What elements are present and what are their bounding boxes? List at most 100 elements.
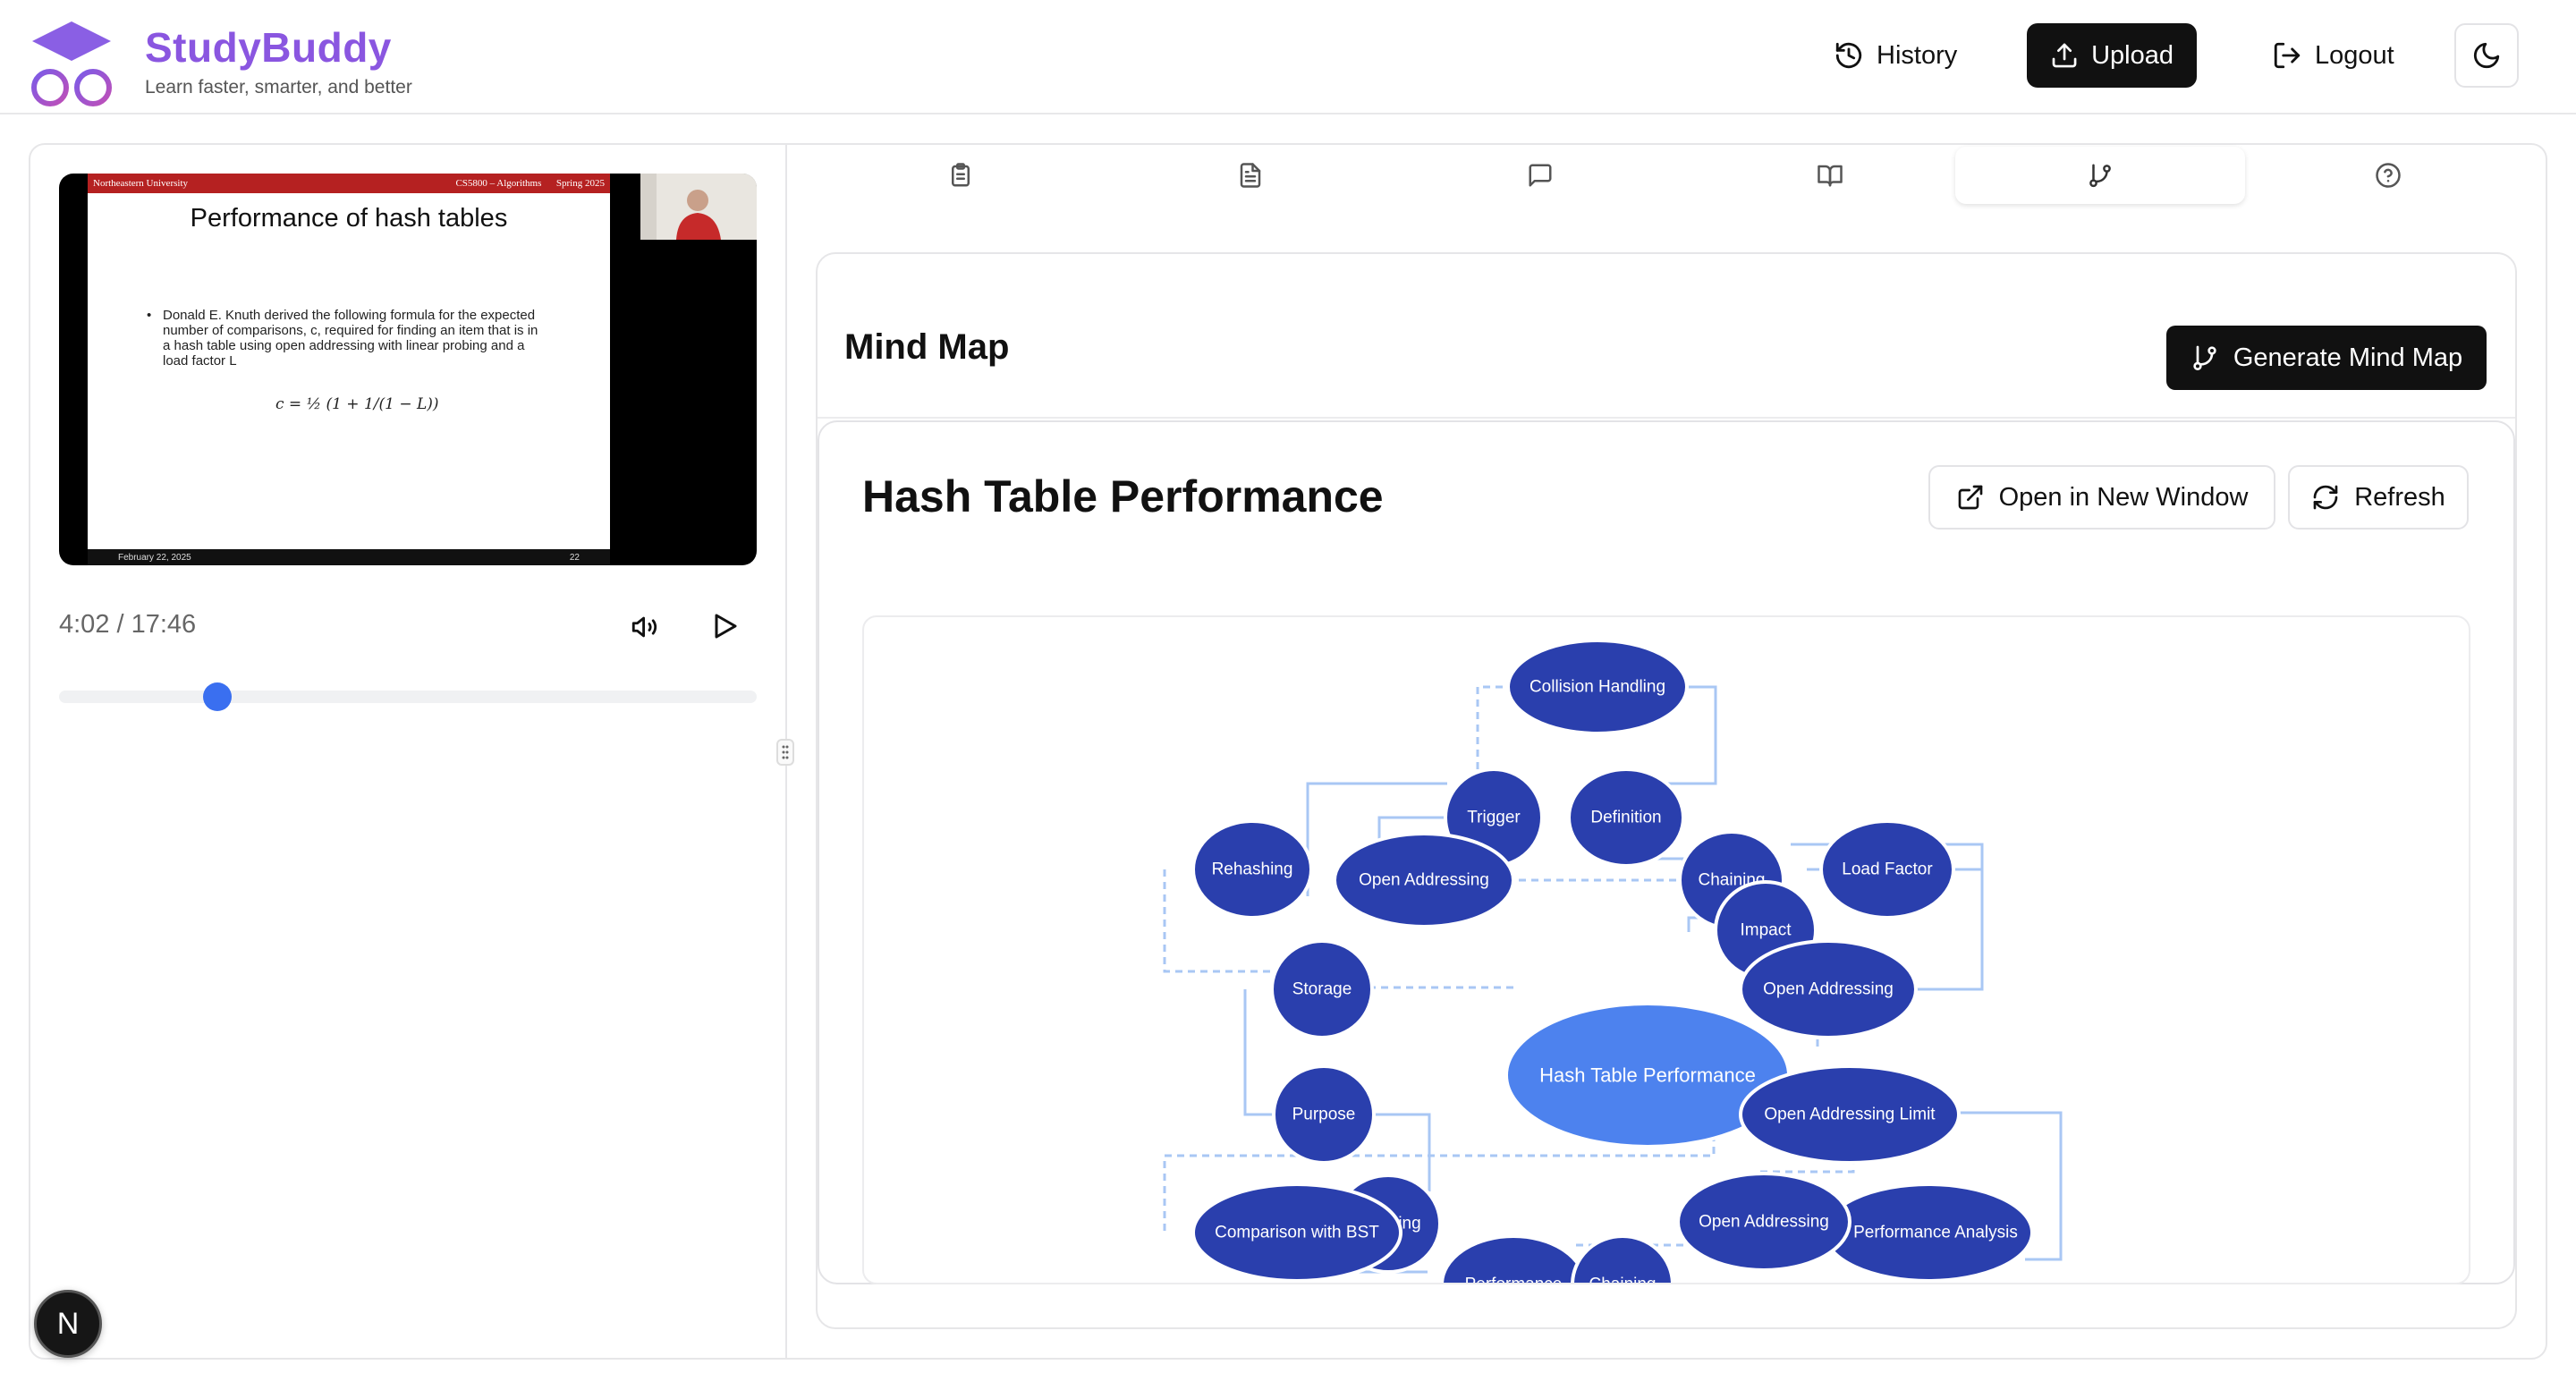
node-label: ing: [1398, 1215, 1420, 1233]
lecture-slide: Northeastern University CS5800 – Algorit…: [88, 174, 610, 565]
mind-map-node-performance[interactable]: Performance: [1440, 1234, 1587, 1285]
upload-button[interactable]: Upload: [2027, 23, 2197, 88]
clipboard-icon: [952, 163, 970, 187]
tab-help[interactable]: [2243, 147, 2533, 204]
node-label: Storage: [1292, 980, 1352, 999]
mind-map-node-storage[interactable]: Storage: [1270, 939, 1374, 1039]
volume-icon[interactable]: [628, 612, 662, 642]
slide-number: 22: [569, 552, 580, 563]
edge: [1957, 1111, 2063, 1261]
mind-map-canvas[interactable]: Collision Handling Trigger Definition Re…: [862, 615, 2470, 1284]
mind-map-graph[interactable]: Collision Handling Trigger Definition Re…: [864, 617, 2470, 1284]
logout-button[interactable]: Logout: [2249, 23, 2418, 88]
refresh-label: Refresh: [2354, 482, 2445, 512]
slide-footer: February 22, 2025 22: [88, 549, 610, 565]
node-label: Definition: [1590, 809, 1661, 827]
slide-formula: c = ½ (1 + 1/(1 − L)): [275, 395, 439, 413]
node-label: Rehashing: [1212, 860, 1293, 879]
tab-transcript[interactable]: [1106, 147, 1395, 204]
node-label: Comparison with BST: [1215, 1224, 1379, 1242]
graduation-cap-logo-icon[interactable]: [29, 20, 114, 113]
node-label: Open Addressing: [1763, 980, 1894, 999]
help-circle-icon: [2376, 163, 2401, 188]
logout-icon: [2274, 42, 2301, 69]
mind-map-nodes: Collision Handling Trigger Definition Re…: [1191, 639, 2034, 1285]
mind-map-node-rehashing[interactable]: Rehashing: [1191, 819, 1313, 920]
history-label: History: [1877, 40, 1958, 70]
slide-term: Spring 2025: [555, 178, 605, 189]
open-in-new-window-label: Open in New Window: [1998, 482, 2249, 512]
refresh-button[interactable]: Refresh: [2288, 465, 2469, 530]
mind-map-node-collision-handling[interactable]: Collision Handling: [1506, 639, 1689, 735]
node-label: Impact: [1740, 921, 1792, 940]
seek-thumb[interactable]: [203, 682, 233, 711]
slide-bullet: Donald E. Knuth derived the following fo…: [147, 308, 538, 369]
top-bar: StudyBuddy Learn faster, smarter, and be…: [0, 0, 2576, 114]
mind-map-node-definition[interactable]: Definition: [1567, 767, 1685, 868]
node-label: Collision Handling: [1530, 678, 1665, 697]
webcam-overlay: [640, 174, 757, 240]
node-label: Chaining: [1589, 1276, 1657, 1285]
node-label: Performance: [1465, 1276, 1563, 1285]
history-button[interactable]: History: [1810, 23, 1980, 88]
mind-map-node-chaining[interactable]: Chaining: [1571, 1234, 1674, 1285]
node-label: Purpose: [1292, 1106, 1356, 1124]
tab-chat[interactable]: [1395, 147, 1685, 204]
mind-map-node-root[interactable]: Hash Table Performance: [1504, 1002, 1791, 1148]
mind-map-node-comparison-with-bst[interactable]: Comparison with BST: [1191, 1182, 1402, 1283]
mind-map-node-open-addressing[interactable]: Open Addressing: [1333, 832, 1515, 928]
play-icon[interactable]: [708, 610, 741, 642]
slide-course: CS5800 – Algorithms: [455, 178, 542, 189]
node-label: Open Addressing: [1699, 1213, 1829, 1232]
mind-map-node-open-addressing[interactable]: Open Addressing: [1739, 939, 1918, 1039]
upload-label: Upload: [2091, 40, 2174, 70]
generate-mind-map-button[interactable]: Generate Mind Map: [2166, 326, 2487, 390]
tab-notes[interactable]: [816, 147, 1106, 204]
moon-icon: [2473, 42, 2500, 69]
video-player[interactable]: Northeastern University CS5800 – Algorit…: [59, 174, 757, 565]
theme-toggle-button[interactable]: [2454, 23, 2519, 88]
node-label: Open Addressing: [1359, 871, 1489, 890]
slide-university: Northeastern University: [93, 178, 188, 189]
history-icon: [1835, 42, 1862, 69]
mind-map-node-load-factor[interactable]: Load Factor: [1819, 819, 1955, 920]
presenter-image: [640, 174, 757, 240]
node-label: Open Addressing Limit: [1764, 1106, 1936, 1124]
mind-map-node-open-addressing[interactable]: Open Addressing: [1676, 1172, 1852, 1272]
book-open-icon: [1818, 165, 1843, 187]
brand-tagline: Learn faster, smarter, and better: [145, 77, 412, 97]
chat-icon: [1529, 164, 1552, 187]
slide-title: Performance of hash tables: [190, 204, 508, 233]
mind-map-section-title: Mind Map: [844, 327, 1010, 367]
tab-flashcards[interactable]: [1685, 147, 1975, 204]
refresh-icon: [2313, 485, 2338, 510]
mind-map-node-performance-analysis[interactable]: Performance Analysis: [1823, 1182, 2034, 1283]
seek-bar[interactable]: [59, 691, 757, 703]
slide-date: February 22, 2025: [118, 552, 191, 563]
video-time: 4:02 / 17:46: [59, 610, 197, 639]
grip-vertical-icon: [782, 745, 789, 759]
edge: [1374, 1113, 1431, 1191]
slide-header: Northeastern University CS5800 – Algorit…: [88, 174, 610, 193]
edge: [1377, 816, 1447, 848]
node-label: Load Factor: [1842, 860, 1933, 879]
brand-name[interactable]: StudyBuddy: [145, 24, 392, 71]
next-dev-badge[interactable]: N: [34, 1290, 102, 1358]
mind-map-title: Hash Table Performance: [862, 471, 1384, 521]
resize-handle[interactable]: [776, 739, 794, 766]
node-label: Hash Table Performance: [1539, 1064, 1756, 1087]
open-in-new-window-button[interactable]: Open in New Window: [1928, 465, 2275, 530]
tab-bar: [816, 147, 2542, 204]
document-icon: [1240, 163, 1261, 188]
upload-icon: [2052, 43, 2077, 68]
node-label: Performance Analysis: [1853, 1224, 2018, 1242]
git-branch-icon: [2193, 345, 2216, 370]
logout-label: Logout: [2315, 40, 2394, 70]
mind-map-node-open-addressing-limit[interactable]: Open Addressing Limit: [1739, 1064, 1961, 1165]
external-link-icon: [1958, 485, 1982, 510]
node-label: Trigger: [1467, 809, 1521, 827]
generate-mind-map-label: Generate Mind Map: [2233, 343, 2463, 372]
tab-mind-map[interactable]: [1955, 147, 2245, 204]
mind-map-node-purpose[interactable]: Purpose: [1272, 1064, 1376, 1165]
edge: [1243, 989, 1272, 1116]
